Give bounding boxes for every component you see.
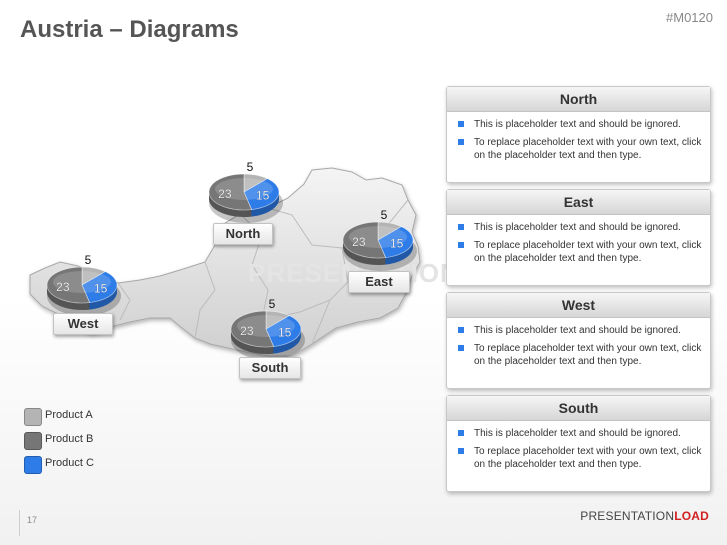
map-label-north: North xyxy=(213,223,273,245)
pie-slice-product_b xyxy=(46,266,91,304)
pie-value-product_a: 5 xyxy=(269,297,276,311)
pie-highlight xyxy=(215,178,273,200)
bullet-icon xyxy=(458,121,464,127)
slide-title: Austria – Diagrams xyxy=(20,16,239,43)
austria-outline xyxy=(29,167,421,357)
bullet-text: This is placeholder text and should be i… xyxy=(474,119,681,130)
map-label-south: South xyxy=(239,357,301,379)
panel-bullet: This is placeholder text and should be i… xyxy=(457,221,702,234)
bullet-text: To replace placeholder text with your ow… xyxy=(474,240,702,264)
panel-title-south: South xyxy=(447,396,710,421)
pie-east: 5 15 23 xyxy=(342,208,417,271)
bullet-icon xyxy=(458,448,464,454)
legend-swatch-product-c xyxy=(24,456,42,474)
pie-slice-product_b xyxy=(208,173,253,211)
pie-value-product_a: 5 xyxy=(85,253,92,267)
panel-bullet: To replace placeholder text with your ow… xyxy=(457,239,702,265)
border-east xyxy=(311,247,349,345)
bullet-text: To replace placeholder text with your ow… xyxy=(474,446,702,470)
brand-text-1: PRESENTATION xyxy=(580,509,675,523)
pie-value-product_b: 23 xyxy=(352,235,366,249)
pie-north: 5 15 23 xyxy=(208,160,283,223)
pie-value-product_b: 23 xyxy=(218,187,232,201)
bullet-text: To replace placeholder text with your ow… xyxy=(474,343,702,367)
brand-text-2: LOAD xyxy=(674,509,709,523)
pie-value-product_b: 23 xyxy=(240,324,254,338)
bullet-icon xyxy=(458,345,464,351)
map-label-west: West xyxy=(53,313,113,335)
map-label-east: East xyxy=(348,271,410,293)
panel-list-west: This is placeholder text and should be i… xyxy=(447,324,710,368)
panel-south: South This is placeholder text and shoul… xyxy=(446,395,711,492)
pie-value-product_a: 5 xyxy=(381,208,388,222)
legend-label-product-c: Product C xyxy=(45,457,94,469)
legend-swatch-product-b xyxy=(24,432,42,450)
pie-slice-product_b xyxy=(342,221,387,259)
legend-swatch-product-a xyxy=(24,408,42,426)
pie-value-product_b: 23 xyxy=(56,280,70,294)
footer-divider xyxy=(19,510,20,536)
pie-value-product_c: 15 xyxy=(278,326,292,340)
bullet-icon xyxy=(458,327,464,333)
panel-bullet: This is placeholder text and should be i… xyxy=(457,118,702,131)
pie-slice-product_b xyxy=(230,310,275,348)
panel-list-east: This is placeholder text and should be i… xyxy=(447,221,710,265)
pie-slice-product_c xyxy=(377,226,414,258)
panel-title-east: East xyxy=(447,190,710,215)
pie-value-product_a: 5 xyxy=(247,160,254,174)
pie-highlight xyxy=(237,315,295,337)
bullet-text: This is placeholder text and should be i… xyxy=(474,428,681,439)
pie-south: 5 15 23 xyxy=(230,297,305,360)
pie-slice-product_c xyxy=(243,178,280,210)
bullet-text: This is placeholder text and should be i… xyxy=(474,222,681,233)
pie-value-product_c: 15 xyxy=(256,189,270,203)
pie-slice-product_c xyxy=(81,271,118,303)
panel-bullet: To replace placeholder text with your ow… xyxy=(457,136,702,162)
border-west xyxy=(117,282,131,321)
bullet-icon xyxy=(458,242,464,248)
panel-bullet: This is placeholder text and should be i… xyxy=(457,324,702,337)
panel-list-north: This is placeholder text and should be i… xyxy=(447,118,710,162)
bullet-text: This is placeholder text and should be i… xyxy=(474,325,681,336)
page-number: 17 xyxy=(27,515,38,525)
pie-value-product_c: 15 xyxy=(94,282,108,296)
panel-bullet: To replace placeholder text with your ow… xyxy=(457,445,702,471)
legend-label-product-b: Product B xyxy=(45,433,94,445)
panel-north: North This is placeholder text and shoul… xyxy=(446,86,711,183)
brand-logo: PRESENTATIONLOAD xyxy=(580,509,709,523)
pie-highlight xyxy=(349,226,407,248)
panel-bullet: To replace placeholder text with your ow… xyxy=(457,342,702,368)
panel-list-south: This is placeholder text and should be i… xyxy=(447,427,710,471)
pie-highlight xyxy=(53,271,111,293)
pie-slice-product_c xyxy=(265,315,302,347)
panel-title-north: North xyxy=(447,87,710,112)
bullet-text: To replace placeholder text with your ow… xyxy=(474,137,702,161)
panel-east: East This is placeholder text and should… xyxy=(446,189,711,286)
panel-bullet: This is placeholder text and should be i… xyxy=(457,427,702,440)
panel-title-west: West xyxy=(447,293,710,318)
legend-label-product-a: Product A xyxy=(45,409,93,421)
pie-value-product_c: 15 xyxy=(390,237,404,251)
panel-west: West This is placeholder text and should… xyxy=(446,292,711,389)
bullet-icon xyxy=(458,224,464,230)
slide-code: #M0120 xyxy=(666,10,713,25)
bullet-icon xyxy=(458,139,464,145)
pie-west: 5 15 23 xyxy=(46,253,121,316)
border-tyrol xyxy=(194,261,216,339)
bullet-icon xyxy=(458,430,464,436)
